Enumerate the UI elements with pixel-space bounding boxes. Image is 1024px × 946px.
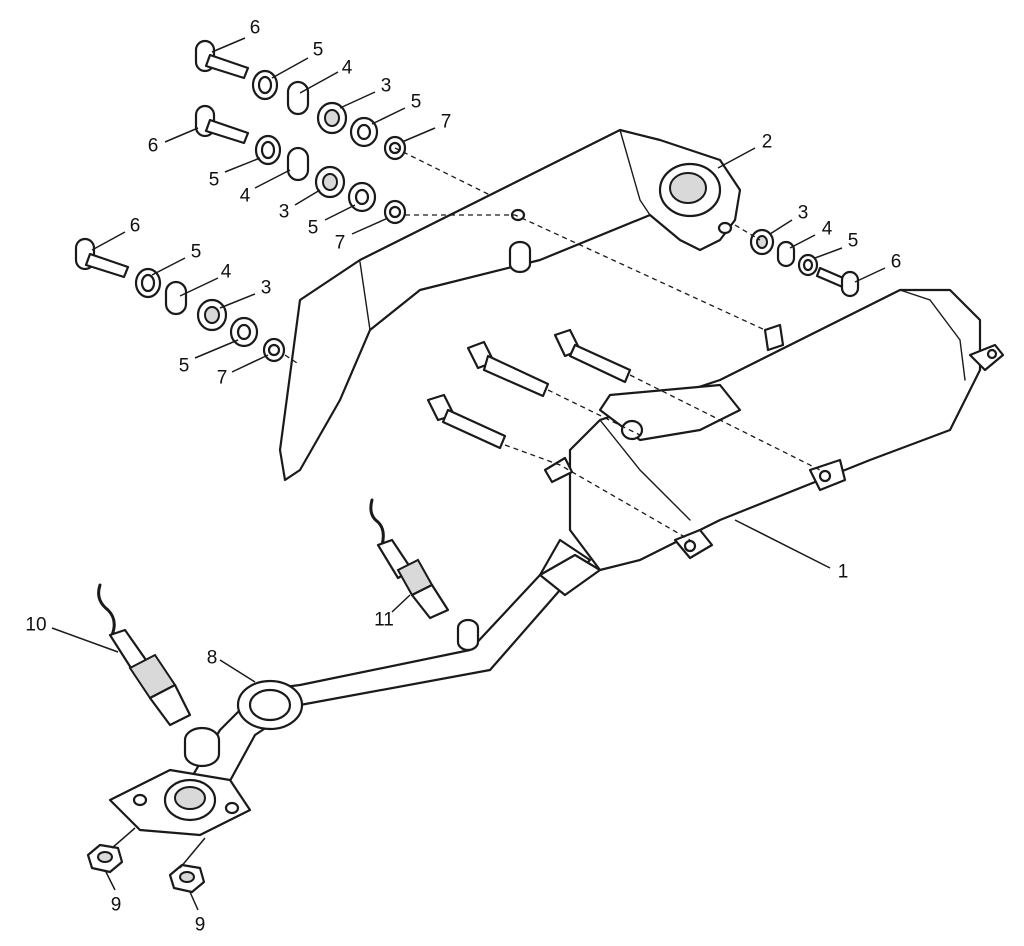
fastener-set-bottom	[74, 237, 286, 363]
callout-5: 5	[411, 92, 422, 113]
callout-4: 4	[240, 186, 251, 207]
callout-5: 5	[313, 40, 324, 61]
callout-6: 6	[148, 136, 159, 157]
leader-lines	[51, 37, 886, 911]
callout-2: 2	[762, 132, 773, 153]
callout-5: 5	[191, 242, 202, 263]
callout-7: 7	[441, 112, 452, 133]
callout-5: 5	[848, 231, 859, 252]
muffler-bolt-lower	[426, 393, 507, 450]
callout-10: 10	[25, 615, 46, 636]
muffler-bracket	[278, 128, 742, 482]
callout-3: 3	[798, 203, 809, 224]
callout-3: 3	[279, 202, 290, 223]
callout-3: 3	[381, 76, 392, 97]
callout-6: 6	[250, 18, 261, 39]
exhaust-pipe	[188, 538, 602, 802]
callout-4: 4	[342, 58, 353, 79]
callout-5: 5	[179, 356, 190, 377]
callout-11: 11	[374, 610, 394, 631]
muffler	[543, 288, 1005, 572]
callout-3: 3	[261, 278, 272, 299]
callout-7: 7	[217, 368, 228, 389]
callout-4: 4	[822, 219, 833, 240]
callout-6: 6	[130, 216, 141, 237]
flange-nut-left	[86, 843, 124, 874]
alignment-lines	[284, 147, 821, 541]
oxygen-sensor-10	[97, 583, 192, 727]
callout-7: 7	[335, 233, 346, 254]
callout-5: 5	[209, 170, 220, 191]
collar	[183, 726, 221, 768]
fastener-set-top	[194, 39, 407, 161]
oxygen-sensor-11	[369, 498, 450, 620]
callout-9: 9	[195, 915, 206, 936]
gasket	[236, 679, 304, 731]
callout-labels: 6 5 4 3 5 7 6 5 4 3 5 7 6 5 4 3 5 7 2 3 …	[25, 18, 901, 936]
callout-1: 1	[838, 562, 849, 583]
callout-9: 9	[111, 895, 122, 916]
muffler-bolt-middle	[466, 340, 550, 398]
callout-5: 5	[308, 218, 319, 239]
flange-nut-right	[168, 863, 206, 894]
callout-4: 4	[221, 262, 232, 283]
callout-6: 6	[891, 252, 902, 273]
muffler-bolt-upper	[553, 328, 632, 384]
fastener-set-right	[749, 228, 860, 298]
callout-8: 8	[207, 648, 218, 669]
fastener-set-middle	[194, 104, 407, 225]
exhaust-flange	[108, 768, 252, 837]
